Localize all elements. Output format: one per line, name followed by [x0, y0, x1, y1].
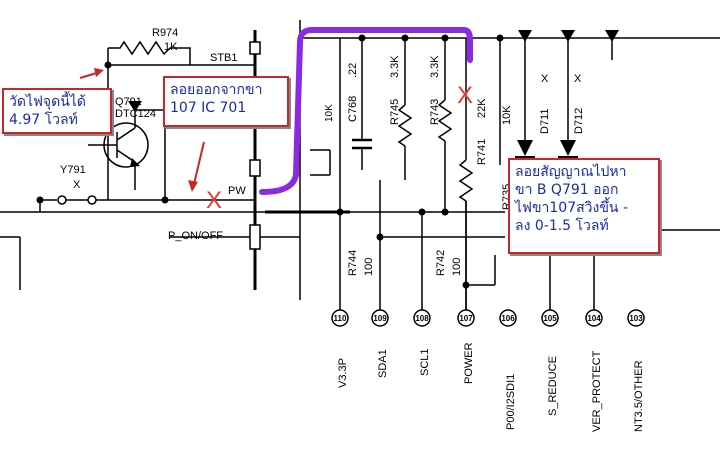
- cross-mark-r741: X: [457, 82, 473, 109]
- note-float-signal: ลอยสัญญาณไปหา ขา B Q791 ออก ไฟขา107สวิงข…: [508, 158, 660, 254]
- q791-part: DTC124: [115, 108, 156, 120]
- r974-value: 1K: [164, 41, 178, 53]
- y791-label: Y791: [60, 164, 86, 176]
- voltage-arrow: [94, 68, 104, 77]
- pin-109: 109: [371, 309, 389, 327]
- pin-label-sda1: SDA1: [377, 349, 389, 378]
- svg-text:109: 109: [373, 314, 387, 323]
- r745-value: 3.3K: [389, 55, 401, 78]
- d712-label: D712: [573, 108, 585, 134]
- svg-text:110: 110: [334, 314, 347, 323]
- r741-resistor: [458, 159, 474, 202]
- pin-row: 110 109 108 107 106 105 104 103: [331, 309, 645, 327]
- pw-arrow: [188, 180, 198, 192]
- r742-value: 100: [451, 258, 463, 276]
- pin-label-ver-protect: VER_PROTECT: [591, 350, 603, 432]
- rail-arrow-1: [518, 30, 532, 42]
- r745-label: R745: [389, 99, 401, 125]
- svg-text:104: 104: [587, 314, 601, 323]
- d711-label: D711: [539, 109, 551, 134]
- svg-text:108: 108: [415, 314, 429, 323]
- rail-arrow-2: [561, 30, 575, 42]
- r741-label: R741: [476, 139, 488, 165]
- cross-mark-pw: X: [206, 187, 222, 214]
- svg-text:107: 107: [459, 314, 473, 323]
- r742-label: R742: [435, 250, 447, 276]
- pin-107: 107: [457, 309, 475, 327]
- stb1-label: STB1: [210, 52, 238, 64]
- note-voltage-measured: วัดไฟจุดนี้ได้ 4.97 โวลท์: [2, 88, 112, 134]
- y791-mark: X: [73, 179, 81, 191]
- r743-resistor: [437, 99, 453, 142]
- pw-label: PW: [228, 185, 246, 197]
- r741-value: 22K: [476, 98, 488, 118]
- pin-label-scl1: SCL1: [419, 348, 431, 376]
- r974-label: R974: [152, 27, 178, 39]
- pin-103: 103: [627, 309, 645, 327]
- r744-label: R744: [347, 250, 359, 276]
- d712-mark: X: [574, 73, 582, 85]
- pin-106: 106: [499, 309, 517, 327]
- pin-108: 108: [413, 309, 431, 327]
- pin-104: 104: [585, 309, 603, 327]
- p-on-off-label: P_ON/OFF: [168, 230, 223, 242]
- svg-text:103: 103: [629, 314, 643, 323]
- q791-label: Q791: [115, 96, 142, 108]
- pin-label-p00: P00/I2SDI1: [505, 374, 517, 430]
- r743-label: R743: [429, 99, 441, 125]
- r743-value: 3.3K: [429, 55, 441, 78]
- r745-resistor: [397, 104, 413, 147]
- pin-105: 105: [541, 309, 559, 327]
- note-float-from-pin: ลอยออกจากขา 107 IC 701: [163, 76, 289, 127]
- rail-arrow-3: [605, 30, 619, 42]
- r974-resistor: [108, 40, 191, 65]
- d712-diode: [560, 140, 576, 156]
- pin-label-power: POWER: [463, 342, 475, 384]
- r735-value: 10K: [501, 105, 513, 125]
- pin-label-nt35-other: NT3.5/OTHER: [633, 360, 645, 432]
- r744-value: 100: [363, 258, 375, 276]
- pin-110: 110: [331, 309, 349, 327]
- c768-value: .22: [347, 63, 359, 78]
- pin-label-s-reduce: S_REDUCE: [547, 356, 559, 416]
- pin-label-v33p: V3.3P: [337, 358, 349, 388]
- d711-diode: [517, 140, 533, 156]
- c768-label: C768: [347, 96, 359, 122]
- d711-mark: X: [541, 73, 549, 85]
- partial-10k-label: 10K: [324, 104, 335, 122]
- svg-text:105: 105: [543, 314, 557, 323]
- reroute-wire: [259, 27, 473, 195]
- svg-text:106: 106: [501, 314, 515, 323]
